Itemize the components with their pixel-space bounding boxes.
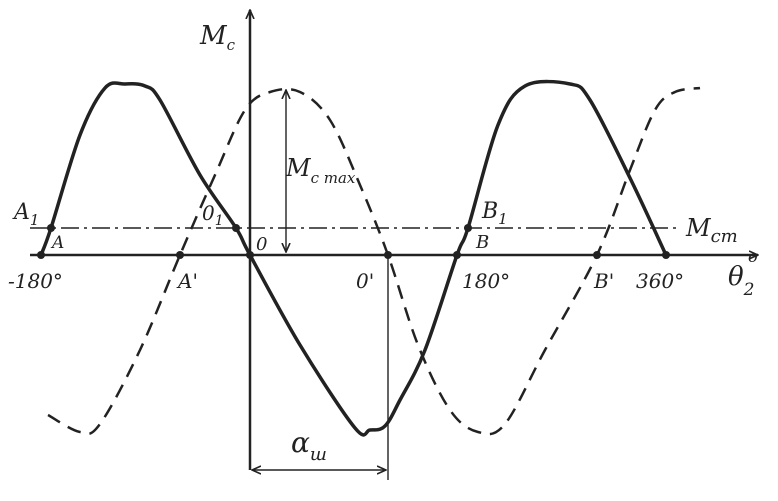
m-c-max-label: Mc max: [285, 154, 356, 187]
dashed-torque-curve: [47, 86, 701, 436]
label-O-prime: 0': [356, 269, 374, 293]
tick-label-neg180: -180°: [8, 269, 63, 293]
point-B-prime: [593, 251, 601, 259]
label-A: A: [50, 233, 64, 253]
tick-label-360: 360°: [636, 269, 684, 293]
points: [37, 224, 670, 259]
point-O1: [232, 224, 240, 232]
label-O1: 01: [202, 201, 224, 229]
point-A: [37, 251, 45, 259]
label-A1: A1: [12, 200, 39, 229]
label-B-prime: B': [593, 269, 614, 293]
label-A-prime: A': [176, 269, 198, 293]
x-axis-degree: o: [748, 247, 758, 266]
point-A1: [47, 224, 55, 232]
x-axis-label: θ2: [728, 262, 754, 300]
point-360: [662, 251, 670, 259]
point-B: [453, 251, 461, 259]
label-B: B: [475, 232, 489, 253]
solid-torque-curve: [39, 79, 668, 437]
alpha-label: αш: [291, 426, 327, 465]
label-B1: B1: [481, 199, 508, 228]
point-O-prime: [384, 251, 392, 259]
m-st-label: Mст: [685, 214, 738, 247]
y-axis-label: Mc: [199, 21, 236, 54]
point-B1: [464, 224, 472, 232]
label-O: 0: [256, 234, 267, 255]
point-O: [246, 251, 254, 259]
tick-label-180: 180°: [462, 269, 510, 293]
point-A-prime: [176, 251, 184, 259]
